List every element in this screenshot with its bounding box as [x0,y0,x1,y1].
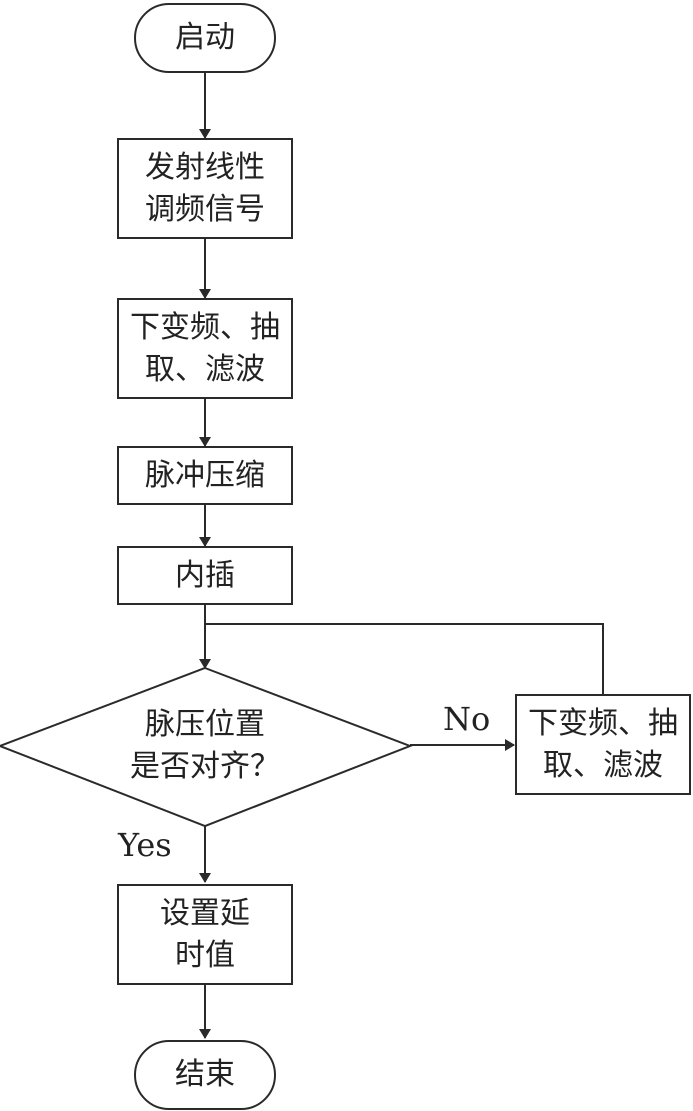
pulse-compression-box: 脉冲压缩 [117,446,293,505]
downconvert-line-1: 下变频、抽 [130,309,280,345]
downconvert-retry-line-2: 取、滤波 [543,747,663,783]
end-terminal: 结束 [134,1040,276,1110]
downconvert-retry-line-1: 下变频、抽 [528,705,678,741]
end-label: 结束 [175,1057,235,1092]
interpolation-label: 内插 [175,557,235,593]
pulse-compression-label: 脉冲压缩 [145,457,265,493]
set-delay-box: 设置延 时值 [117,884,293,985]
start-terminal: 启动 [134,3,276,73]
start-label: 启动 [175,20,235,55]
interpolation-box: 内插 [117,546,293,605]
edge-proc2-loop [205,623,604,694]
downconvert-retry-box: 下变频、抽 取、滤波 [515,694,691,795]
decision-diamond [0,666,413,828]
set-delay-line-1: 设置延 [160,895,250,931]
emit-signal-line-1: 发射线性 [145,149,265,185]
no-label: No [443,700,491,738]
downconvert-box: 下变频、抽 取、滤波 [117,298,293,399]
set-delay-line-2: 时值 [175,937,235,973]
emit-signal-box: 发射线性 调频信号 [117,138,293,239]
emit-signal-line-2: 调频信号 [145,191,265,227]
yes-label: Yes [118,826,172,864]
downconvert-line-2: 取、滤波 [145,351,265,387]
